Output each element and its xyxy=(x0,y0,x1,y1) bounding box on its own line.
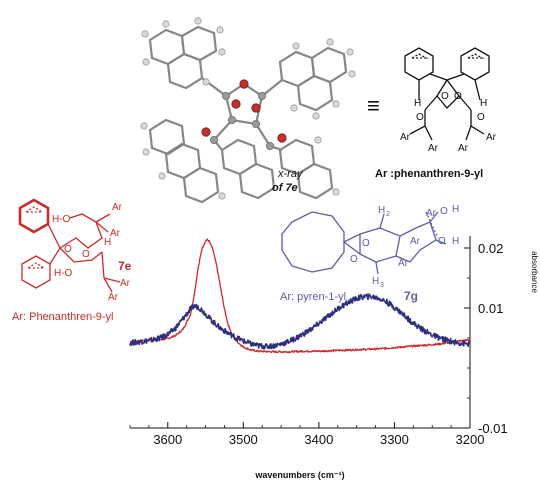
xray-structure: x-ray of 7e xyxy=(140,17,356,204)
y-tick-labels: 0.02 0.01 -0.01 xyxy=(478,241,508,436)
x-axis-label: wavenumbers (cm⁻¹) xyxy=(254,470,344,480)
hb-label-lower: H-O xyxy=(54,268,73,279)
atom-ar-2: Ar xyxy=(110,228,121,239)
axis-ticks xyxy=(129,247,471,429)
atom-ar-1: Ar xyxy=(400,132,411,143)
atom-ar-2: Ar xyxy=(428,143,439,154)
atom-o-1: O xyxy=(441,91,449,102)
atom-h3-subscript: 3 xyxy=(380,282,384,289)
compound-label-7e: 7e xyxy=(118,259,132,273)
x-tick-label-3400: 3400 xyxy=(304,432,333,447)
equivalence-symbol: ≡ xyxy=(367,93,380,118)
ring-o-1: O xyxy=(362,238,370,249)
atom-o-3: O xyxy=(416,112,424,123)
ring-o-2: O xyxy=(350,254,358,265)
y-tick-label-1: 0.01 xyxy=(478,301,503,316)
atom-o-2: O xyxy=(454,91,462,102)
right-structure-caption: Ar :phenanthren-9-yl xyxy=(375,168,483,180)
atom-h3: H xyxy=(372,276,379,287)
atom-ar-2: Ar xyxy=(426,208,437,219)
y-tick-label-2: -0.01 xyxy=(478,421,508,436)
compound-label-7g: 7g xyxy=(404,289,418,303)
atom-h2-subscript: 2 xyxy=(386,211,390,218)
ir-spectrum-chart: 0.02 0.01 -0.01 3600 3500 3400 3300 3200 waven… xyxy=(129,236,539,480)
atom-h-1: H xyxy=(414,98,421,109)
xray-caption-line1: x-ray xyxy=(277,168,304,180)
atom-ar-4: Ar xyxy=(108,292,119,303)
ar-definition-7g: Ar: pyren-1-yl xyxy=(280,291,346,303)
atom-h-2: H xyxy=(480,98,487,109)
ring-h: H xyxy=(104,237,111,248)
atom-ar-1: Ar xyxy=(410,236,421,247)
atom-o-4: O xyxy=(477,112,485,123)
xray-caption-line2: of 7e xyxy=(272,182,298,194)
atom-o-4: O xyxy=(438,236,446,247)
right-structure: ≡ O O H H O O Ar Ar Ar Ar Ar :phenanthre… xyxy=(367,47,497,180)
hb-label-upper: H-O xyxy=(52,214,71,225)
atom-ar-4: Ar xyxy=(486,132,497,143)
atom-ar-3: Ar xyxy=(458,143,469,154)
atom-ar-3: Ar xyxy=(398,258,409,269)
ring-o-2: O xyxy=(82,249,90,260)
y-tick-label-0: 0.02 xyxy=(478,241,503,256)
ring-o-1: O xyxy=(64,244,72,255)
atom-h-1: H xyxy=(452,204,459,215)
series-7g-line xyxy=(129,293,471,350)
atom-ar-3: Ar xyxy=(120,278,131,289)
x-tick-label-3600: 3600 xyxy=(153,432,182,447)
x-tick-label-3500: 3500 xyxy=(229,432,258,447)
left-structure-7e: H-O H-O O O H Ar Ar Ar Ar 7e Ar: Phenant… xyxy=(12,198,132,323)
x-tick-labels: 3600 3500 3400 3300 3200 xyxy=(153,432,484,447)
ar-definition-7e: Ar: Phenanthren-9-yl xyxy=(12,311,114,323)
atom-h2: H xyxy=(378,205,385,216)
y-axis-label: absorbance xyxy=(530,251,539,293)
atom-h-2: H xyxy=(452,236,459,247)
middle-structure-7g: O O H 2 Ar Ar Ar H 3 O H O H Ar: pyren-1… xyxy=(280,204,459,303)
atom-ar-1: Ar xyxy=(112,202,123,213)
x-tick-label-3200: 3200 xyxy=(456,432,485,447)
atom-o-3: O xyxy=(440,206,448,217)
series-7e-line xyxy=(129,238,471,354)
x-tick-label-3300: 3300 xyxy=(380,432,409,447)
series-layer xyxy=(129,238,471,354)
